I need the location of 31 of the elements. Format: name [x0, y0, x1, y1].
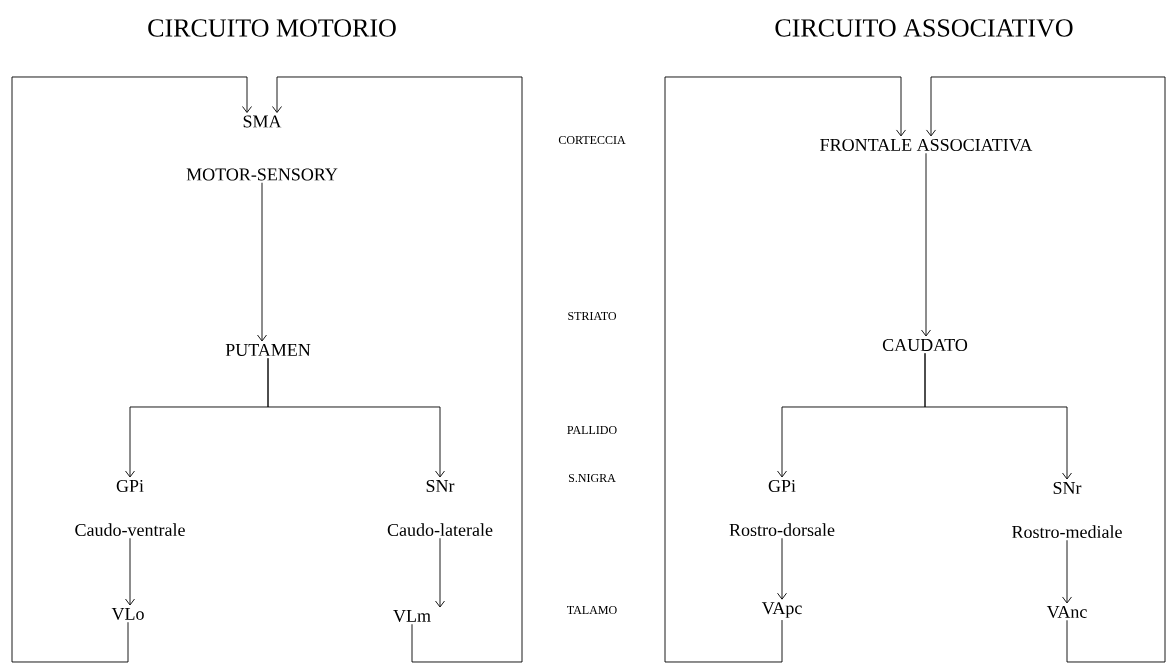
region-label: VLm — [393, 609, 431, 622]
region-label: VLo — [111, 607, 144, 620]
arrow — [926, 76, 1166, 663]
arrow — [257, 182, 267, 342]
region-label: VApc — [761, 602, 802, 618]
arrow — [267, 357, 445, 478]
region-label: PUTAMEN — [225, 343, 311, 356]
region-label: SMA MOTOR-SENSORY — [186, 115, 338, 181]
arrow — [921, 152, 931, 337]
title-text: CIRCUITO ASSOCIATIVO — [775, 19, 1073, 37]
arrow — [924, 352, 1072, 480]
region-label: GPi Rostro-dorsale — [729, 479, 835, 537]
arrow — [1062, 539, 1072, 604]
region-label: SNr Rostro-mediale — [1012, 481, 1122, 539]
level-label: CORTECCIA — [558, 135, 626, 144]
level-label: STRIATO — [568, 311, 617, 320]
region-label: SNr Caudo-laterale — [387, 479, 493, 537]
title-text: CIRCUITO MOTORIO — [148, 19, 396, 37]
level-label: PALLIDO — [567, 425, 617, 434]
level-label: S.NIGRA — [568, 473, 616, 483]
region-label: VAnc — [1046, 605, 1087, 619]
arrow — [435, 537, 445, 608]
region-label: CAUDATO — [882, 338, 968, 352]
arrow — [125, 537, 135, 606]
level-label: TALAMO — [567, 605, 617, 614]
arrow — [664, 76, 906, 663]
arrow — [11, 76, 252, 663]
region-label: GPi Caudo-ventrale — [75, 479, 185, 537]
arrow — [272, 76, 523, 663]
region-label: FRONTALE ASSOCIATIVA — [820, 138, 1033, 152]
arrow — [777, 537, 787, 600]
